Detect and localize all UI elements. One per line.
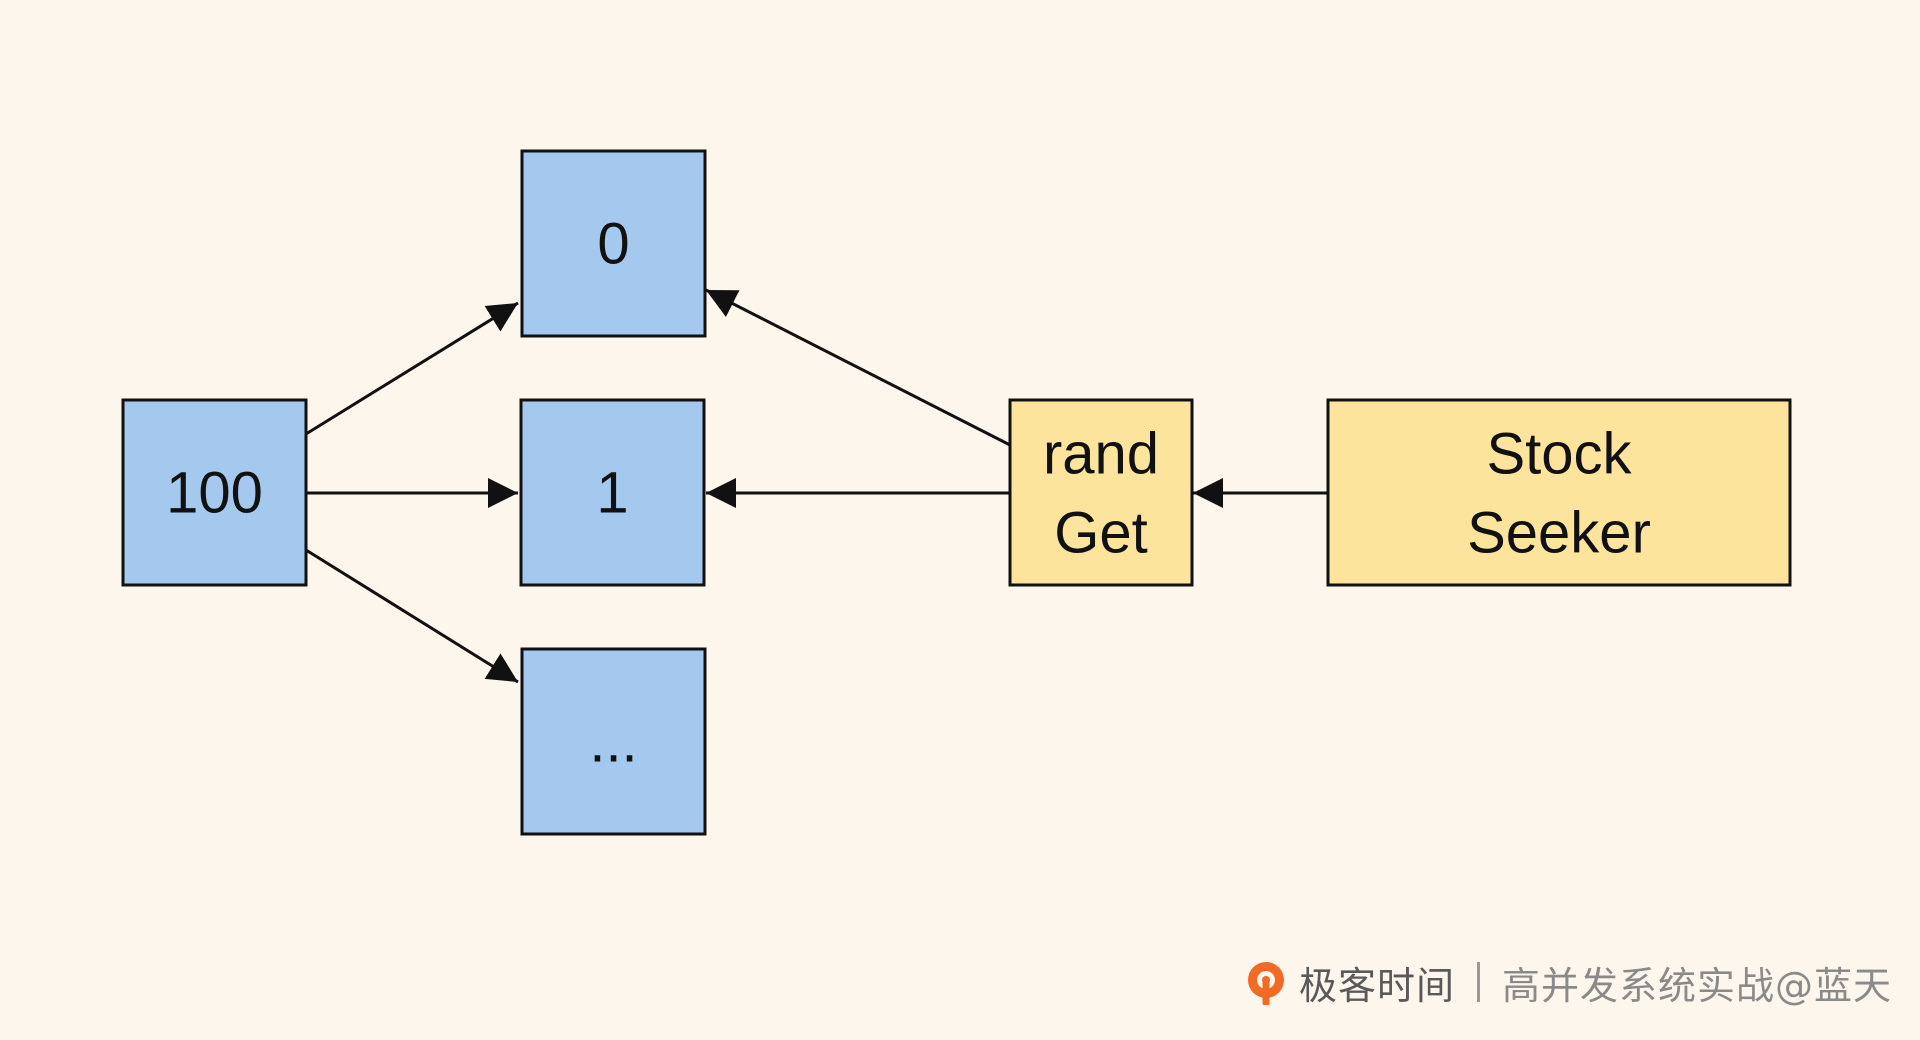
edge-randget-to-0: [705, 288, 1011, 447]
node-100: 100: [121, 398, 308, 587]
geektime-logo-icon: [1247, 962, 1284, 1005]
course-title: 高并发系统实战@蓝天: [1501, 963, 1892, 1008]
node-more-label: ...: [589, 710, 637, 775]
footer-divider: [1476, 962, 1480, 1002]
node-stock-seeker-line2: Seeker: [1467, 501, 1651, 566]
node-1: 1: [519, 398, 706, 587]
node-stock-seeker-line1: Stock: [1486, 422, 1632, 487]
node-more: ...: [520, 647, 707, 836]
footer-watermark: 极客时间 高并发系统实战@蓝天: [1243, 952, 1892, 1012]
node-1-label: 1: [596, 461, 628, 526]
node-0-label: 0: [597, 212, 629, 277]
node-rand-get-line1: rand: [1043, 422, 1159, 487]
node-rand-get: rand Get: [1008, 398, 1194, 587]
node-stock-seeker: Stock Seeker: [1326, 398, 1792, 587]
brand-name: 极客时间: [1298, 963, 1455, 1008]
node-rand-get-line2: Get: [1054, 501, 1148, 566]
edge-100-to-more: [305, 548, 519, 684]
node-0: 0: [520, 149, 707, 338]
edge-100-to-0: [305, 301, 519, 436]
node-100-label: 100: [166, 461, 263, 526]
